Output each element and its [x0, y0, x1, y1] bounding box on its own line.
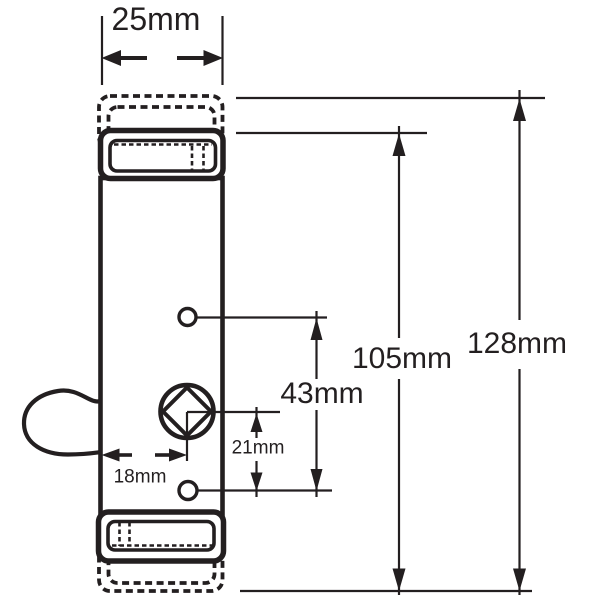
bottom-end-cap: [95, 509, 227, 564]
pull-cord-loop: [21, 388, 101, 457]
width-dimension-label: 25mm: [111, 1, 201, 37]
dim-21-arrowhead-down: [250, 472, 263, 491]
top-end-cap-slot: [108, 138, 218, 173]
dim-43-arrowhead-up: [310, 318, 323, 340]
lower-spacing-dimension-label: 21mm: [231, 437, 285, 459]
dim-43-arrowhead-down: [310, 469, 323, 491]
side-offset-dimension-label: 18mm: [113, 466, 167, 488]
bottom-end-cap-slot: [106, 519, 216, 552]
screw-hole-bottom: [177, 479, 199, 502]
dim-128-arrowhead-down: [513, 568, 526, 591]
inner-height-dimension-label: 105mm: [351, 342, 453, 375]
hole-spacing-dimension-label: 43mm: [280, 377, 364, 410]
screw-hole-top: [177, 306, 198, 328]
dim-18-arrowhead-left: [101, 448, 120, 462]
dim-128-arrowhead-up: [513, 98, 526, 121]
top-strap-dashed-outline: [97, 94, 225, 150]
dim-25-arrowhead-left: [101, 50, 121, 66]
dim-105-arrowhead-down: [392, 568, 406, 591]
lock-body: [98, 175, 225, 517]
dim-105-arrowhead-up: [392, 133, 406, 156]
top-end-cap: [97, 127, 226, 182]
dim-21-arrowhead-up: [250, 413, 263, 432]
dim-25-arrowhead-right: [203, 50, 223, 66]
dim-18-arrowhead-right: [169, 448, 187, 462]
overall-height-dimension-label: 128mm: [466, 327, 568, 360]
